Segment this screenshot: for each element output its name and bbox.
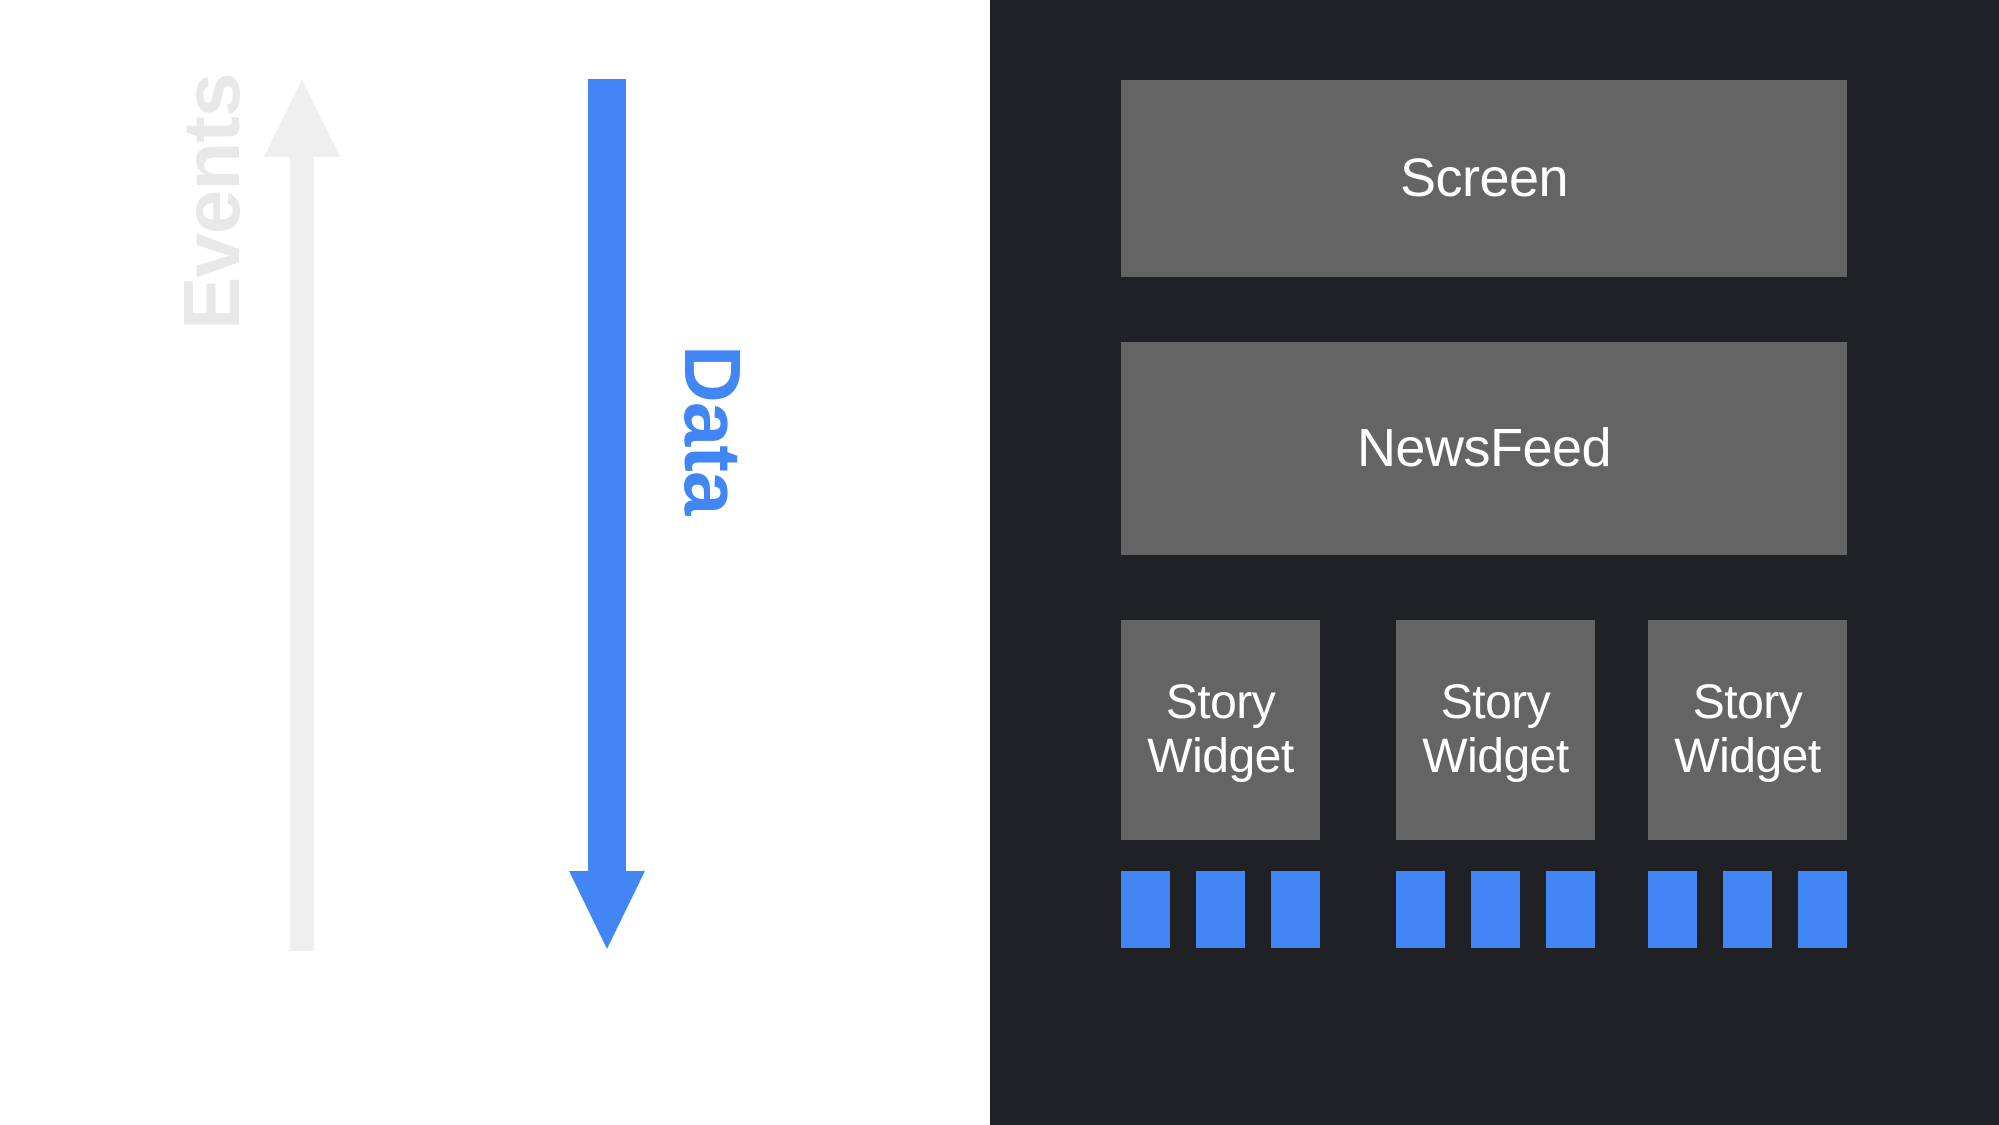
node-story-widget-2-label: Story Widget (1422, 676, 1569, 784)
story-widget-1-line1: Story (1165, 676, 1276, 730)
node-screen-label: Screen (1399, 148, 1569, 209)
leaf-bar[interactable] (1196, 871, 1245, 948)
node-screen[interactable]: Screen (1121, 80, 1847, 277)
leaf-bar[interactable] (1471, 871, 1520, 948)
node-newsfeed-label: NewsFeed (1356, 418, 1612, 479)
story-widget-3-line2: Widget (1674, 730, 1821, 783)
leaf-bars-group-2 (1396, 871, 1595, 948)
node-newsfeed[interactable]: NewsFeed (1121, 342, 1847, 555)
leaf-bar[interactable] (1546, 871, 1595, 948)
arrow-down-icon (569, 79, 645, 949)
node-story-widget-1[interactable]: Story Widget (1121, 620, 1320, 840)
leaf-bars-group-3 (1648, 871, 1847, 948)
leaf-bar[interactable] (1121, 871, 1170, 948)
arrow-up-icon (264, 79, 340, 951)
leaf-bar[interactable] (1648, 871, 1697, 948)
story-widget-2-line1: Story (1440, 676, 1551, 730)
widget-tree-pane: Screen NewsFeed Story Widget Story Widge… (990, 0, 1999, 1125)
node-story-widget-3-label: Story Widget (1674, 676, 1821, 784)
story-widget-2-line2: Widget (1422, 730, 1569, 783)
story-widget-1-line2: Widget (1147, 730, 1294, 783)
leaf-bar[interactable] (1271, 871, 1320, 948)
story-widget-3-line1: Story (1692, 676, 1803, 730)
legend-pane: Events Data (0, 0, 990, 1125)
data-label: Data (668, 345, 757, 515)
leaf-bar[interactable] (1396, 871, 1445, 948)
node-story-widget-1-label: Story Widget (1147, 676, 1294, 784)
leaf-bar[interactable] (1723, 871, 1772, 948)
leaf-bars-group-1 (1121, 871, 1320, 948)
node-story-widget-2[interactable]: Story Widget (1396, 620, 1595, 840)
node-story-widget-3[interactable]: Story Widget (1648, 620, 1847, 840)
events-label: Events (167, 73, 256, 330)
leaf-bar[interactable] (1798, 871, 1847, 948)
